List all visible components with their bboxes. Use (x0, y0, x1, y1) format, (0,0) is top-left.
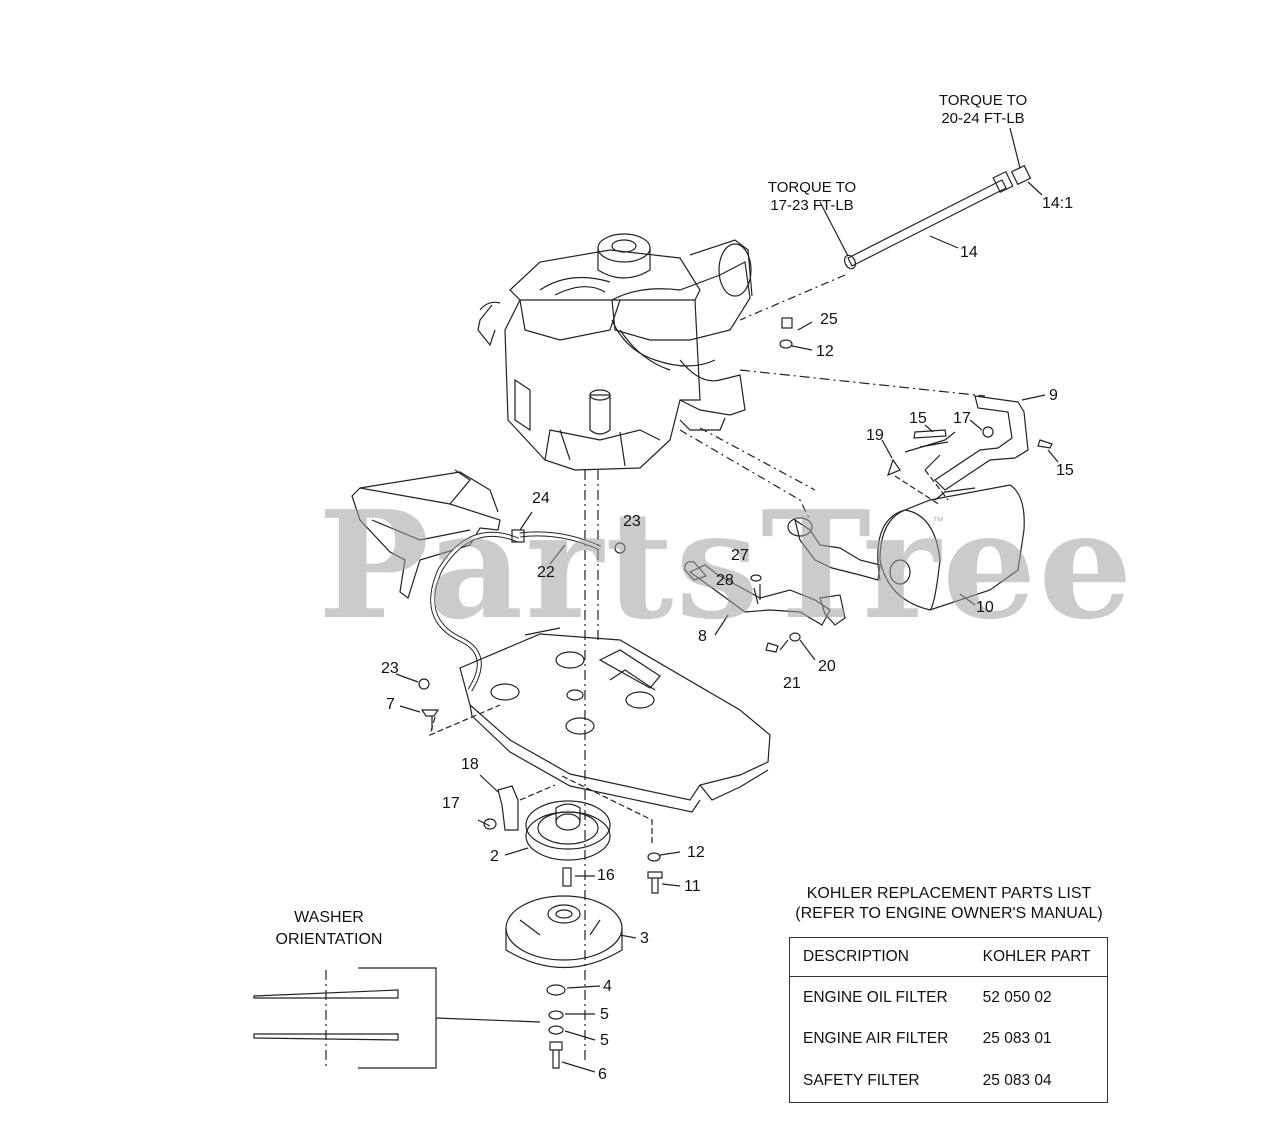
callout-24: 24 (532, 490, 550, 507)
exhaust-manifold (679, 427, 881, 661)
fuel-hose (430, 511, 602, 692)
table-row: SAFETY FILTER 25 083 04 (790, 1060, 1108, 1102)
table-row: ENGINE AIR FILTER 25 083 01 (790, 1019, 1108, 1061)
callout-27: 27 (731, 547, 749, 564)
callout-12: 12 (816, 343, 834, 360)
callout-10: 10 (976, 599, 994, 616)
table-header-row: DESCRIPTION KOHLER PART (789, 937, 1108, 977)
callout-28: 28 (716, 572, 734, 589)
engine-assembly (477, 233, 753, 471)
exhaust-bracket (934, 395, 1029, 491)
callout-17: 17 (953, 410, 971, 427)
torque-note-engine-end: TORQUE TO 17-23 FT-LB (767, 179, 857, 214)
exhaust-tube (843, 164, 1032, 270)
callout-14: 14 (960, 244, 978, 261)
parts-list-title: KOHLER REPLACEMENT PARTS LIST (REFER TO … (795, 885, 1103, 922)
row-description: SAFETY FILTER (803, 1072, 920, 1090)
callout-23: 23 (623, 513, 641, 530)
callout-11: 11 (684, 878, 701, 895)
row-part-number: 25 083 04 (982, 1072, 1052, 1090)
callout-12: 12 (687, 844, 705, 861)
callout-2: 2 (490, 848, 499, 865)
callout-6: 6 (598, 1066, 607, 1083)
callout-25: 25 (820, 311, 838, 328)
washer-orientation-detail (253, 967, 541, 1069)
column-header-description: DESCRIPTION (789, 937, 970, 977)
trademark-symbol: ™ (932, 514, 944, 528)
callout-15: 15 (909, 410, 927, 427)
washer-orientation-title: WASHER ORIENTATION (275, 909, 383, 948)
torque-note-muffler-end: TORQUE TO 20-24 FT-LB (938, 92, 1028, 127)
kohler-parts-table: DESCRIPTION KOHLER PART ENGINE OIL FILTE… (789, 937, 1108, 1103)
row-description: ENGINE AIR FILTER (803, 1030, 949, 1048)
callout-19: 19 (866, 427, 884, 444)
callout-8: 8 (698, 628, 707, 645)
row-part-number: 25 083 01 (982, 1030, 1052, 1048)
engine-side-shield (351, 469, 501, 599)
callout-5: 5 (600, 1032, 609, 1049)
engine-deck-plate (459, 627, 771, 813)
electric-clutch (505, 895, 637, 969)
callout-7: 7 (386, 696, 395, 713)
row-description: ENGINE OIL FILTER (803, 988, 948, 1006)
callout-15: 15 (1056, 462, 1074, 479)
callout-3: 3 (640, 930, 649, 947)
callout-9: 9 (1049, 387, 1058, 404)
callout-21: 21 (783, 675, 801, 692)
callout-18: 18 (461, 756, 479, 773)
callout-16: 16 (597, 867, 615, 884)
table-row: ENGINE OIL FILTER 52 050 02 (790, 977, 1108, 1019)
pulley (504, 800, 611, 861)
callout-17: 17 (442, 795, 460, 812)
callout-23: 23 (381, 660, 399, 677)
callout-4: 4 (603, 978, 612, 995)
muffler (877, 484, 1025, 611)
row-part-number: 52 050 02 (982, 988, 1052, 1006)
callout-20: 20 (818, 658, 836, 675)
key (562, 867, 572, 887)
callout-14-1: 14:1 (1042, 195, 1074, 212)
callout-22: 22 (537, 564, 555, 581)
callout-5: 5 (600, 1006, 609, 1023)
column-header-kohler-part: KOHLER PART (969, 937, 1108, 977)
clutch-bracket (497, 785, 519, 831)
